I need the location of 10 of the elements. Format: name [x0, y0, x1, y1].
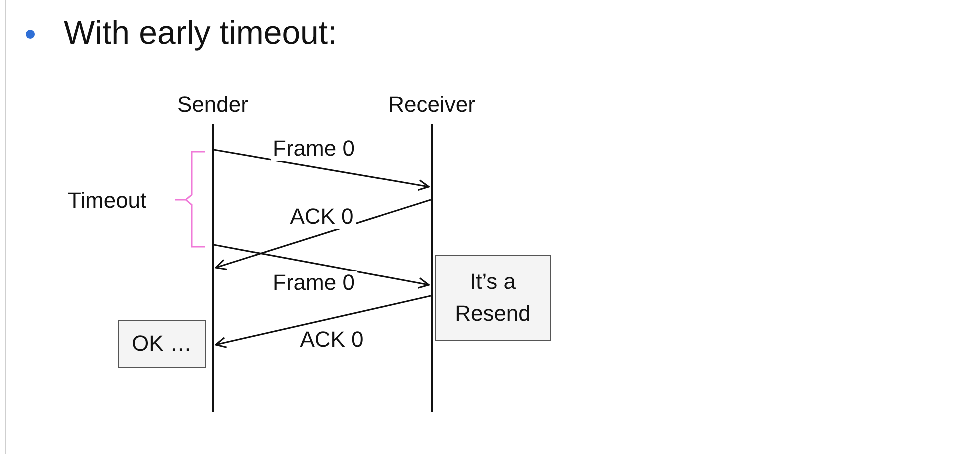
- title: With early timeout:: [64, 14, 338, 52]
- note-box: OK …: [118, 320, 206, 368]
- message-arrow: [214, 149, 430, 192]
- message-arrow: [215, 295, 432, 348]
- lifeline-label: Receiver: [388, 92, 476, 118]
- note-box: It’s a Resend: [435, 255, 551, 341]
- message-arrow: [215, 199, 432, 271]
- message-arrow: [214, 244, 430, 289]
- timeout-label: Timeout: [68, 188, 147, 214]
- lifeline-label: Sender: [178, 92, 248, 118]
